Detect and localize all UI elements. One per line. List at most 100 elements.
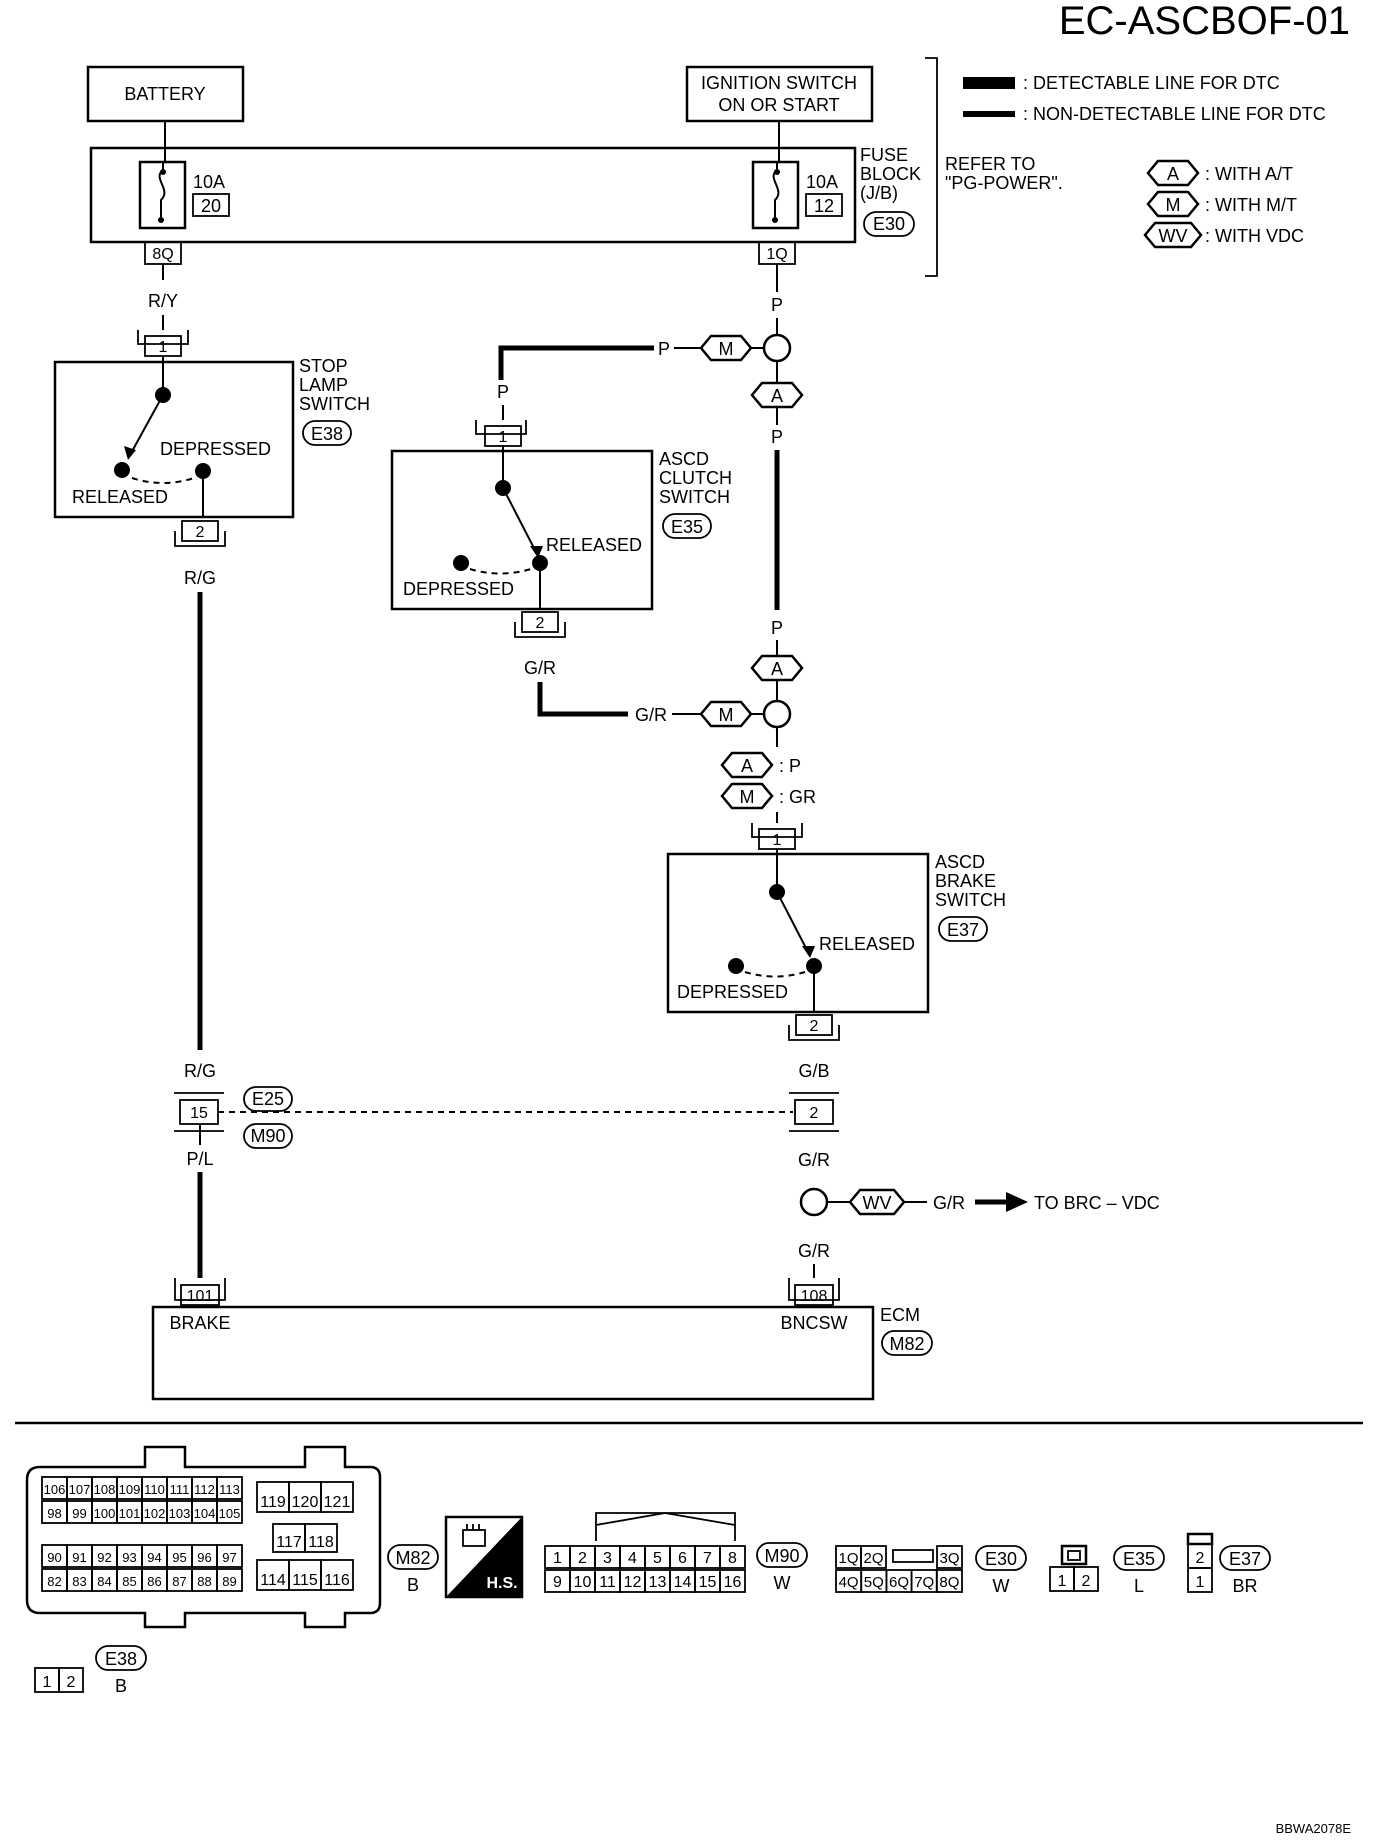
pin-label: 84 — [97, 1574, 111, 1589]
svg-text:1: 1 — [1058, 1573, 1067, 1590]
pin-label: 100 — [94, 1506, 116, 1521]
pin-label: 104 — [194, 1506, 216, 1521]
detectable-line-sample — [963, 77, 1015, 89]
pin-label: 114 — [260, 1572, 286, 1589]
svg-text:CLUTCH: CLUTCH — [659, 468, 732, 488]
pin-label: 105 — [219, 1506, 241, 1521]
svg-text:1: 1 — [43, 1674, 52, 1691]
svg-text:20: 20 — [201, 196, 221, 216]
svg-text:A: A — [741, 756, 753, 776]
svg-text:A: A — [771, 659, 783, 679]
svg-text:(J/B): (J/B) — [860, 183, 898, 203]
pin-label: 120 — [292, 1494, 319, 1511]
pin-label: 106 — [44, 1482, 66, 1497]
clutch-label: ASCD — [659, 449, 709, 469]
pin-label: 82 — [47, 1574, 61, 1589]
m82-id: M82 — [395, 1548, 430, 1568]
svg-text:H.S.: H.S. — [486, 1575, 517, 1592]
hs-icon: H.S. — [444, 1515, 524, 1599]
pin-label: 3 — [603, 1550, 612, 1567]
svg-text:2: 2 — [1196, 1550, 1205, 1567]
svg-text:P: P — [771, 427, 783, 447]
fuse-block: 10A 20 10A 12 FUSE BLOCK (J/B) E30 — [89, 145, 921, 244]
battery-box: BATTERY — [86, 65, 245, 123]
legend-desc-wv: : WITH VDC — [1205, 226, 1304, 246]
svg-text:P: P — [771, 295, 783, 315]
e35-connector: 1 2 — [1049, 1544, 1099, 1592]
svg-text:P/L: P/L — [186, 1149, 213, 1169]
key-slot — [892, 1549, 934, 1563]
e38-id: E38 — [105, 1649, 137, 1669]
svg-text:A: A — [771, 386, 783, 406]
svg-text:WV: WV — [863, 1193, 892, 1213]
junction-lower — [762, 699, 792, 729]
junction-top — [762, 333, 792, 363]
pin-label: 119 — [260, 1494, 286, 1511]
fuse-right — [751, 160, 800, 230]
pin-label: 83 — [72, 1574, 86, 1589]
svg-text:G/R: G/R — [635, 705, 667, 725]
joint-pin-2 — [794, 1099, 834, 1125]
ascd-brake-switch: RELEASED DEPRESSED — [666, 849, 930, 1014]
svg-text:E25: E25 — [252, 1089, 284, 1109]
brake-sw-label: ASCD — [935, 852, 985, 872]
legend-tag-wv: WV — [1159, 226, 1188, 246]
pin-label: 110 — [144, 1482, 165, 1497]
e37-id: E37 — [1229, 1549, 1261, 1569]
to-brc-vdc: TO BRC – VDC — [1034, 1193, 1160, 1213]
m90-color: W — [774, 1573, 791, 1593]
svg-text:RELEASED: RELEASED — [819, 934, 915, 954]
svg-text:BNCSW: BNCSW — [781, 1313, 848, 1333]
pin-cell — [719, 1545, 746, 1569]
pin-label: 1 — [553, 1550, 562, 1567]
ignition-switch-box: IGNITION SWITCH ON OR START — [685, 65, 874, 123]
svg-text:2: 2 — [196, 524, 205, 541]
svg-text:G/R: G/R — [798, 1150, 830, 1170]
ascd-clutch-switch: RELEASED DEPRESSED — [390, 446, 654, 611]
svg-text:101: 101 — [187, 1288, 214, 1305]
svg-text:G/R: G/R — [798, 1241, 830, 1261]
pin-label: 97 — [222, 1550, 236, 1565]
pin-label: 115 — [292, 1572, 318, 1589]
svg-text:2: 2 — [810, 1018, 819, 1035]
refer-line2: "PG-POWER". — [945, 173, 1063, 193]
svg-text:BATTERY: BATTERY — [124, 84, 205, 104]
pin-cell — [860, 1545, 887, 1569]
pin-label: 16 — [724, 1574, 742, 1591]
stop-lamp-switch: DEPRESSED RELEASED — [53, 356, 295, 519]
pin-label: 15 — [699, 1574, 717, 1591]
pin-label: 95 — [172, 1550, 186, 1565]
pin-label: 10 — [574, 1574, 592, 1591]
pin-label: 9 — [553, 1574, 562, 1591]
svg-text:M: M — [719, 339, 734, 359]
svg-text:1: 1 — [1196, 1574, 1205, 1591]
svg-text:IGNITION SWITCH: IGNITION SWITCH — [701, 73, 857, 93]
pin-label: 8 — [728, 1550, 737, 1567]
ecm-conn: M82 — [889, 1334, 924, 1354]
legend: : DETECTABLE LINE FOR DTC : NON-DETECTAB… — [925, 57, 1326, 277]
pin-label: 91 — [72, 1550, 86, 1565]
pin-cell — [320, 1559, 354, 1591]
pin-label: 5 — [653, 1550, 662, 1567]
svg-text:: GR: : GR — [779, 787, 816, 807]
pin-label: 8Q — [939, 1574, 959, 1591]
pin-label: 98 — [47, 1506, 61, 1521]
pin-label: 12 — [624, 1574, 642, 1591]
stop-lamp-label: STOP — [299, 356, 348, 376]
svg-text:BLOCK: BLOCK — [860, 164, 921, 184]
svg-text:2: 2 — [67, 1674, 76, 1691]
svg-text:G/B: G/B — [798, 1061, 829, 1081]
svg-text:R/G: R/G — [184, 1061, 216, 1081]
legend-tag-a: A — [1167, 164, 1179, 184]
pin-label: 117 — [276, 1534, 302, 1551]
e35-color: L — [1134, 1576, 1144, 1596]
svg-text:1: 1 — [159, 339, 168, 356]
junction-vdc — [799, 1187, 829, 1217]
e30-id: E30 — [985, 1549, 1017, 1569]
svg-text:1: 1 — [499, 429, 508, 446]
pin-label: 7 — [703, 1550, 712, 1567]
